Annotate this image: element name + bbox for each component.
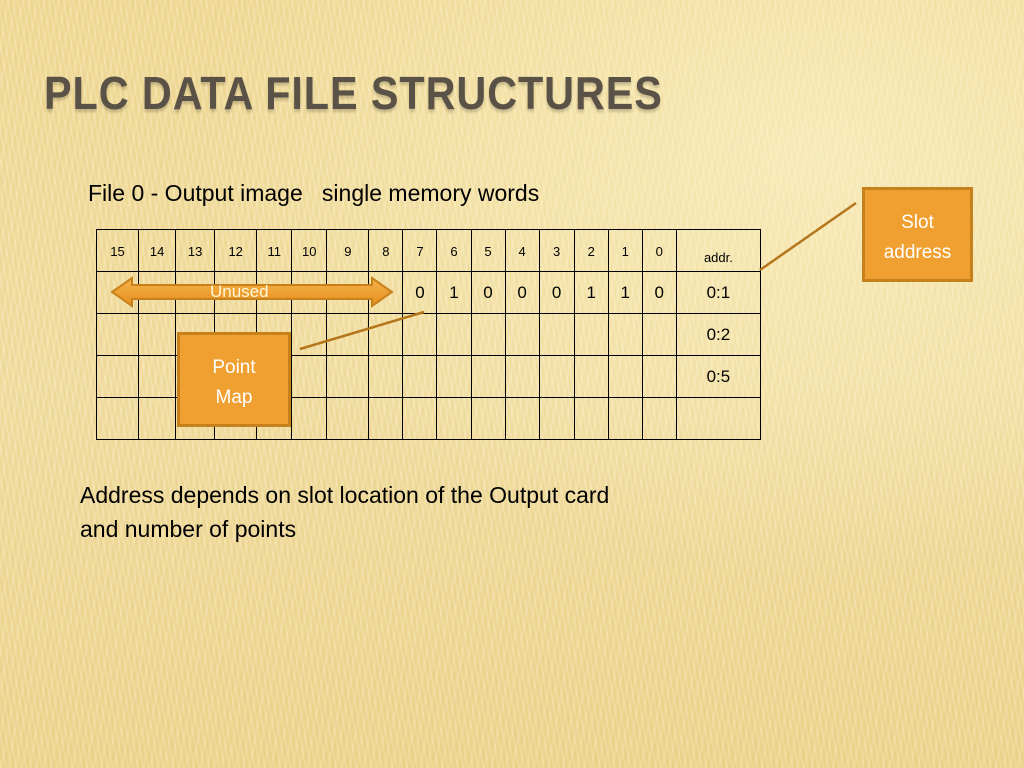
bit-cell: 1: [607, 271, 643, 314]
bit-header: 0: [641, 229, 677, 272]
bit-header: 9: [326, 229, 370, 272]
addr-cell: 0:5: [675, 355, 762, 398]
bit-cell: 0: [641, 271, 677, 314]
body-line-1: Address depends on slot location of the …: [80, 482, 610, 508]
point-map-callout: Point Map: [177, 332, 291, 427]
bit-header: 6: [436, 229, 472, 272]
bit-header: 4: [504, 229, 540, 272]
slot-address-callout: Slot address: [862, 187, 973, 282]
bit-header: 14: [138, 229, 177, 272]
addr-cell: [675, 397, 762, 440]
body-line-2: and number of points: [80, 516, 297, 542]
bit-header: 15: [95, 229, 140, 272]
addr-cell: 0:1: [675, 271, 762, 314]
bit-header: 12: [214, 229, 258, 272]
slide-body: Address depends on slot location of the …: [80, 478, 609, 546]
bit-header: 10: [291, 229, 328, 272]
bit-header: 1: [607, 229, 643, 272]
bit-header: 13: [175, 229, 216, 272]
slot-connector-line: [759, 201, 857, 272]
bit-cell: 0: [402, 271, 438, 314]
addr-header: addr.: [675, 229, 762, 272]
bit-header: 7: [402, 229, 438, 272]
bit-cell: 0: [470, 271, 506, 314]
bit-header-row: 15 14 13 12 11 10 9 8 7 6 5 4 3 2 1 0 ad…: [95, 229, 762, 272]
slot-callout-line1: Slot: [901, 212, 934, 233]
bit-cell: 0: [538, 271, 575, 314]
point-callout-line2: Map: [215, 387, 253, 408]
point-callout-line1: Point: [212, 357, 256, 378]
bit-header: 11: [256, 229, 293, 272]
double-arrow-icon: [110, 276, 394, 308]
unused-label: Unused: [210, 282, 269, 301]
slide-subtitle: File 0 - Output image single memory word…: [88, 180, 540, 206]
bit-cell: 1: [573, 271, 609, 314]
bit-header: 5: [470, 229, 506, 272]
bit-header: 2: [573, 229, 609, 272]
bit-header: 8: [368, 229, 404, 272]
slide-title: PLC Data File Structures: [44, 67, 663, 119]
bit-header: 3: [538, 229, 575, 272]
bit-cell: 0: [504, 271, 540, 314]
addr-cell: 0:2: [675, 313, 762, 356]
slot-callout-line2: address: [883, 242, 952, 263]
bit-cell: 1: [436, 271, 472, 314]
